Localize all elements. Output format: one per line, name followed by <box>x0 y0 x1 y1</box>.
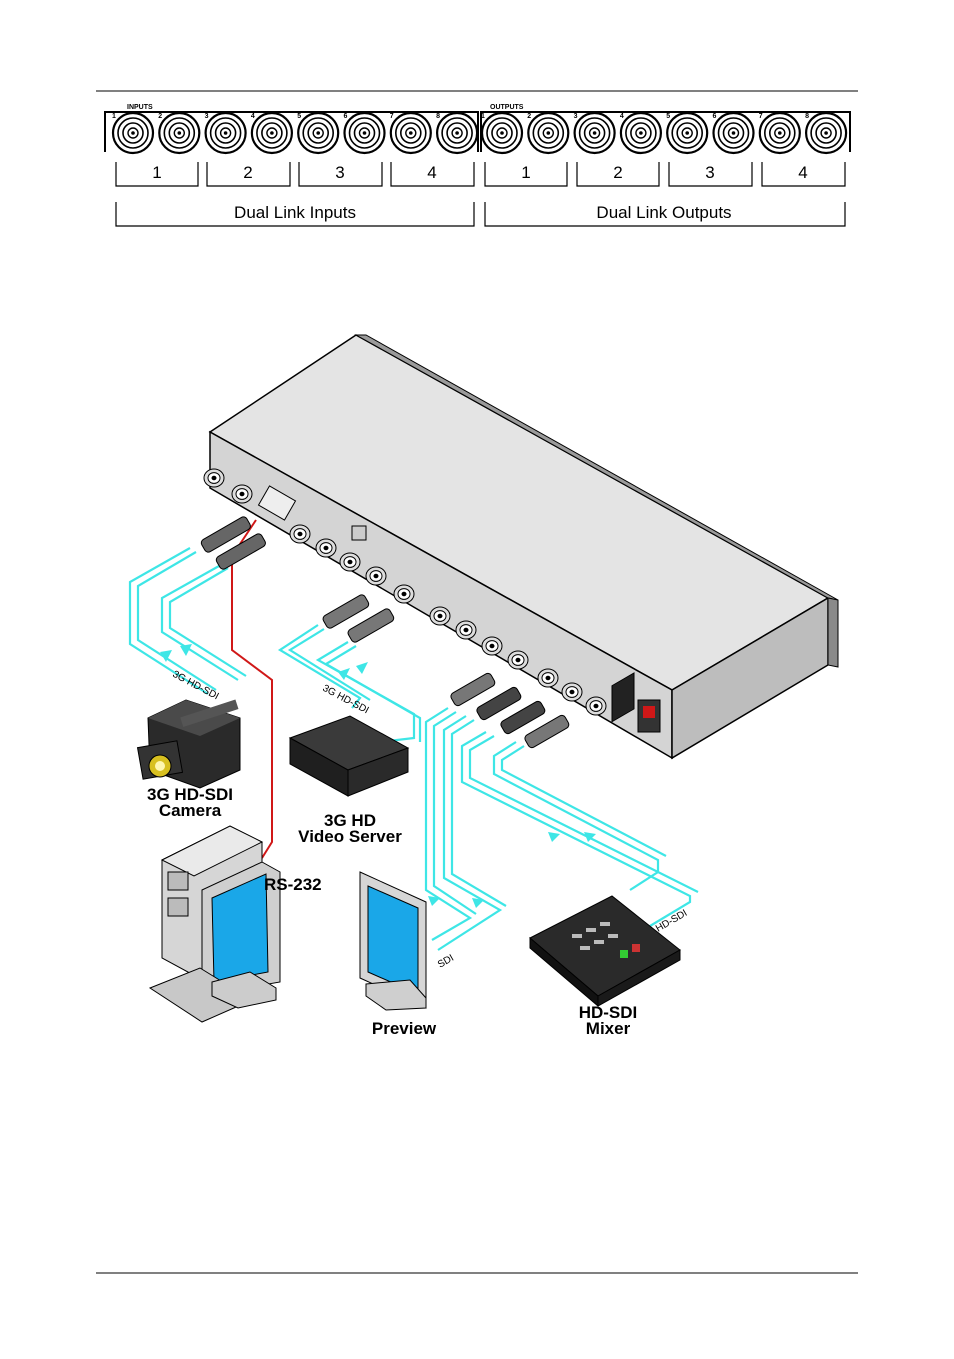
serial-port <box>257 485 297 521</box>
port-number: 7 <box>759 113 763 120</box>
camera-cable-label: 3G HD-SDI <box>171 669 221 702</box>
port-number: 4 <box>620 113 624 120</box>
port-number: 3 <box>574 113 578 120</box>
output-group-4: 4 <box>798 163 807 182</box>
chassis-bnc-port <box>429 606 451 626</box>
input-bnc-connector: 4 <box>250 111 293 155</box>
rear-panel-strip: INPUTS OUTPUTS 1 2 3 4 5 6 7 8 1 2 3 4 5 6 7 8 <box>104 104 851 155</box>
port-number: 4 <box>251 113 255 120</box>
port-number: 8 <box>436 113 440 120</box>
port-number: 1 <box>112 113 116 120</box>
chassis-bnc-port <box>339 552 361 572</box>
mixer-label-line1: HD-SDI <box>579 1003 638 1022</box>
preview-cable-label: SDI <box>436 953 456 971</box>
bnc-connector-row: 1 2 3 4 5 6 7 8 1 2 3 4 5 6 7 8 <box>111 111 848 155</box>
ethernet-port <box>351 525 367 541</box>
port-number: 5 <box>297 113 301 120</box>
flow-arrows <box>160 644 596 908</box>
output-bnc-connector: 1 <box>480 111 524 155</box>
cable-plugs <box>200 516 570 749</box>
input-bnc-connector: 8 <box>436 111 479 155</box>
preview-label: Preview <box>372 1019 437 1038</box>
rs232-label: RS-232 <box>264 875 322 894</box>
chassis-bnc-port <box>289 524 311 544</box>
port-number: 6 <box>344 113 348 120</box>
chassis-bnc-port <box>203 468 225 488</box>
server-label-line1: 3G HD <box>324 811 376 830</box>
power-socket <box>611 672 635 723</box>
input-bnc-connector: 3 <box>204 111 247 155</box>
chassis-bnc-port <box>481 636 503 656</box>
chassis-bnc-port <box>315 538 337 558</box>
port-number: 2 <box>527 113 531 120</box>
port-number: 3 <box>205 113 209 120</box>
input-bnc-connector: 7 <box>389 111 432 155</box>
dual-link-outputs-label: Dual Link Outputs <box>596 203 731 222</box>
input-group-2: 2 <box>243 163 252 182</box>
computer-icon <box>148 825 281 1023</box>
input-group-brackets: 1 2 3 4 <box>115 162 475 187</box>
output-group-3: 3 <box>705 163 714 182</box>
port-number: 2 <box>158 113 162 120</box>
input-bnc-connector: 2 <box>158 111 201 155</box>
switcher-chassis <box>203 334 839 760</box>
dual-link-inputs-label: Dual Link Inputs <box>234 203 356 222</box>
chassis-bnc-port <box>561 682 583 702</box>
dual-link-brackets: Dual Link Inputs Dual Link Outputs <box>115 202 846 227</box>
video-cables <box>128 547 699 951</box>
port-number: 8 <box>805 113 809 120</box>
output-group-1: 1 <box>521 163 530 182</box>
input-bnc-connector: 1 <box>111 111 155 155</box>
mixer-label-line2: Mixer <box>586 1019 631 1038</box>
output-bnc-connector: 5 <box>666 111 709 155</box>
mixer-icon <box>529 895 681 1008</box>
input-group-3: 3 <box>335 163 344 182</box>
chassis-bnc-port <box>231 484 253 504</box>
camera-label-line1: 3G HD-SDI <box>147 785 233 804</box>
server-cable-label: 3G HD-SDI <box>321 683 371 716</box>
chassis-bnc-port <box>585 696 607 716</box>
power-switch-rocker <box>643 706 655 718</box>
output-bnc-connector: 8 <box>804 111 848 155</box>
output-bnc-connector: 2 <box>527 111 570 155</box>
output-group-brackets: 1 2 3 4 <box>484 162 846 187</box>
chassis-bnc-port <box>393 584 415 604</box>
preview-monitor-icon <box>359 871 427 1011</box>
output-bnc-connector: 3 <box>573 111 616 155</box>
video-server-icon <box>288 715 410 797</box>
chassis-bnc-ports <box>203 468 607 716</box>
output-group-2: 2 <box>613 163 622 182</box>
chassis-bnc-port <box>455 620 477 640</box>
chassis-bnc-port <box>537 668 559 688</box>
output-bnc-connector: 7 <box>758 111 801 155</box>
port-number: 1 <box>481 113 485 120</box>
output-bnc-connector: 6 <box>712 111 755 155</box>
output-bnc-connector: 4 <box>619 111 663 155</box>
port-number: 5 <box>666 113 670 120</box>
input-bnc-connector: 5 <box>297 111 340 155</box>
chassis-bnc-port <box>365 566 387 586</box>
input-group-1: 1 <box>152 163 161 182</box>
port-number: 7 <box>390 113 394 120</box>
chassis-bnc-port <box>507 650 529 670</box>
input-group-4: 4 <box>427 163 436 182</box>
server-label-line2: Video Server <box>298 827 402 846</box>
input-bnc-connector: 6 <box>343 111 386 155</box>
outputs-header: OUTPUTS <box>490 104 524 111</box>
camera-label-line2: Camera <box>159 801 222 820</box>
inputs-header: INPUTS <box>127 104 153 111</box>
camera-icon <box>136 699 241 789</box>
port-number: 6 <box>713 113 717 120</box>
rs232-cable <box>231 519 273 859</box>
